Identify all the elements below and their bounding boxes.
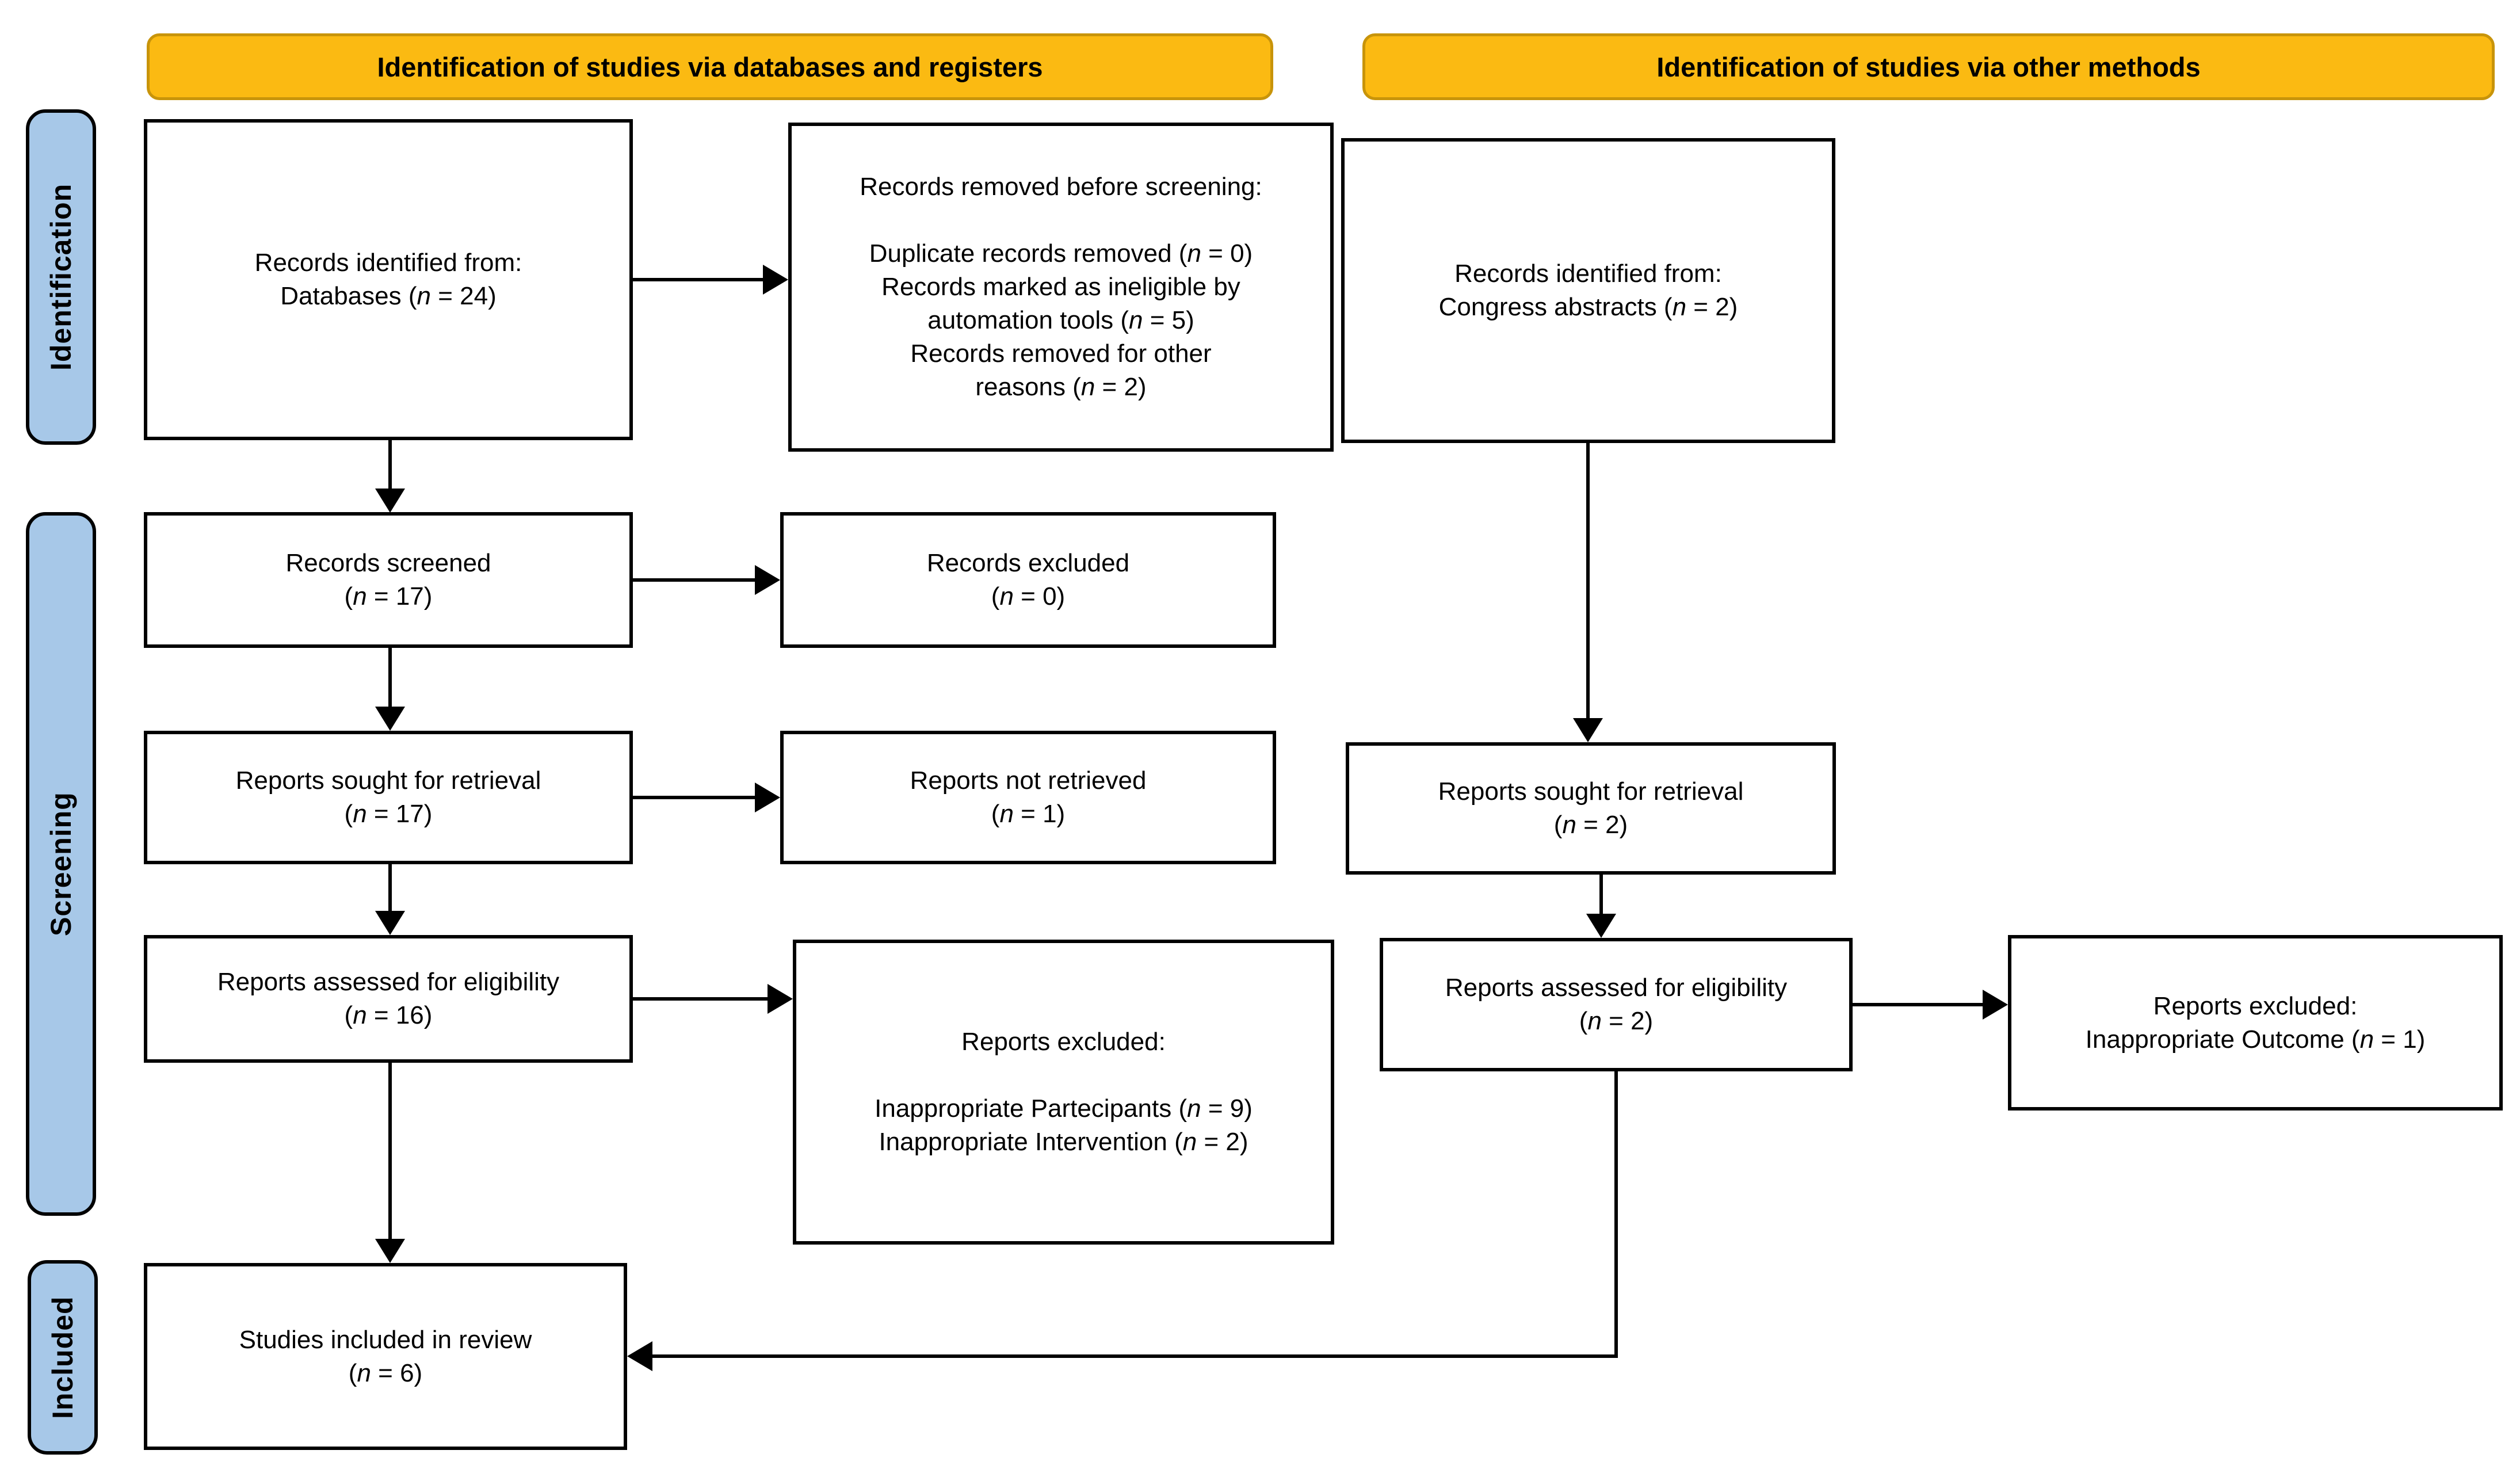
arrow-screened-to-excluded-line	[633, 578, 755, 582]
box-records-identified-databases: Records identified from:Databases (n = 2…	[144, 119, 633, 440]
arrow-identified-to-removed-line	[633, 278, 763, 281]
box-reports-assessed-other: Reports assessed for eligibility(n = 2)	[1380, 938, 1853, 1071]
arrow-assessed-to-excluded-line	[633, 997, 768, 1001]
box-records-screened: Records screened(n = 17)	[144, 512, 633, 648]
box-reports-sought-other: Reports sought for retrieval(n = 2)	[1346, 742, 1836, 875]
box-reports-not-retrieved: Reports not retrieved(n = 1)	[780, 731, 1276, 864]
box-studies-included: Studies included in review(n = 6)	[144, 1263, 627, 1450]
arrow-assessed-to-included-line	[388, 1063, 392, 1239]
box-reports-sought-databases: Reports sought for retrieval(n = 17)	[144, 731, 633, 864]
box-records-identified-congress: Records identified from:Congress abstrac…	[1341, 138, 1835, 443]
arrow-identified-to-screened-line	[388, 440, 392, 489]
arrow-sought-to-assessed-head-icon	[375, 911, 405, 935]
box-reports-excluded-other: Reports excluded:Inappropriate Outcome (…	[2008, 935, 2503, 1111]
arrow-identified-to-removed-head-icon	[763, 265, 788, 295]
sidebar-label-included: Included	[28, 1260, 98, 1455]
arrow-sought-to-notretrieved-head-icon	[755, 783, 780, 812]
arrow-sought-other-to-assessed-line	[1599, 875, 1603, 914]
arrow-screened-to-sought-line	[388, 648, 392, 707]
arrow-assessed-other-to-included-head-icon	[627, 1341, 652, 1371]
box-reports-assessed-databases: Reports assessed for eligibility(n = 16)	[144, 935, 633, 1063]
box-records-excluded: Records excluded(n = 0)	[780, 512, 1276, 648]
arrow-assessed-other-to-included-vline	[1614, 1071, 1618, 1358]
banner-other-methods: Identification of studies via other meth…	[1362, 33, 2495, 100]
box-reports-excluded-databases: Reports excluded: Inappropriate Partecip…	[793, 940, 1334, 1245]
sidebar-label-screening: Screening	[26, 512, 96, 1216]
arrow-screened-to-sought-head-icon	[375, 707, 405, 731]
banner-databases-registers: Identification of studies via databases …	[147, 33, 1273, 100]
arrow-sought-other-to-assessed-head-icon	[1586, 914, 1616, 938]
arrow-assessed-to-excluded-head-icon	[768, 984, 793, 1014]
arrow-sought-to-assessed-line	[388, 864, 392, 911]
arrow-identified-to-screened-head-icon	[375, 489, 405, 513]
arrow-assessed-to-included-head-icon	[375, 1239, 405, 1263]
box-records-removed-before-screening: Records removed before screening: Duplic…	[788, 123, 1334, 452]
arrow-screened-to-excluded-head-icon	[755, 565, 780, 595]
sidebar-label-identification: Identification	[26, 109, 96, 445]
arrow-congress-to-sought-line	[1586, 443, 1590, 718]
arrow-sought-to-notretrieved-line	[633, 796, 755, 799]
arrow-assessed-other-to-excluded-head-icon	[1983, 990, 2008, 1020]
arrow-assessed-other-to-excluded-line	[1853, 1003, 1983, 1006]
arrow-assessed-other-to-included-hline	[652, 1354, 1618, 1358]
arrow-congress-to-sought-head-icon	[1573, 718, 1603, 742]
